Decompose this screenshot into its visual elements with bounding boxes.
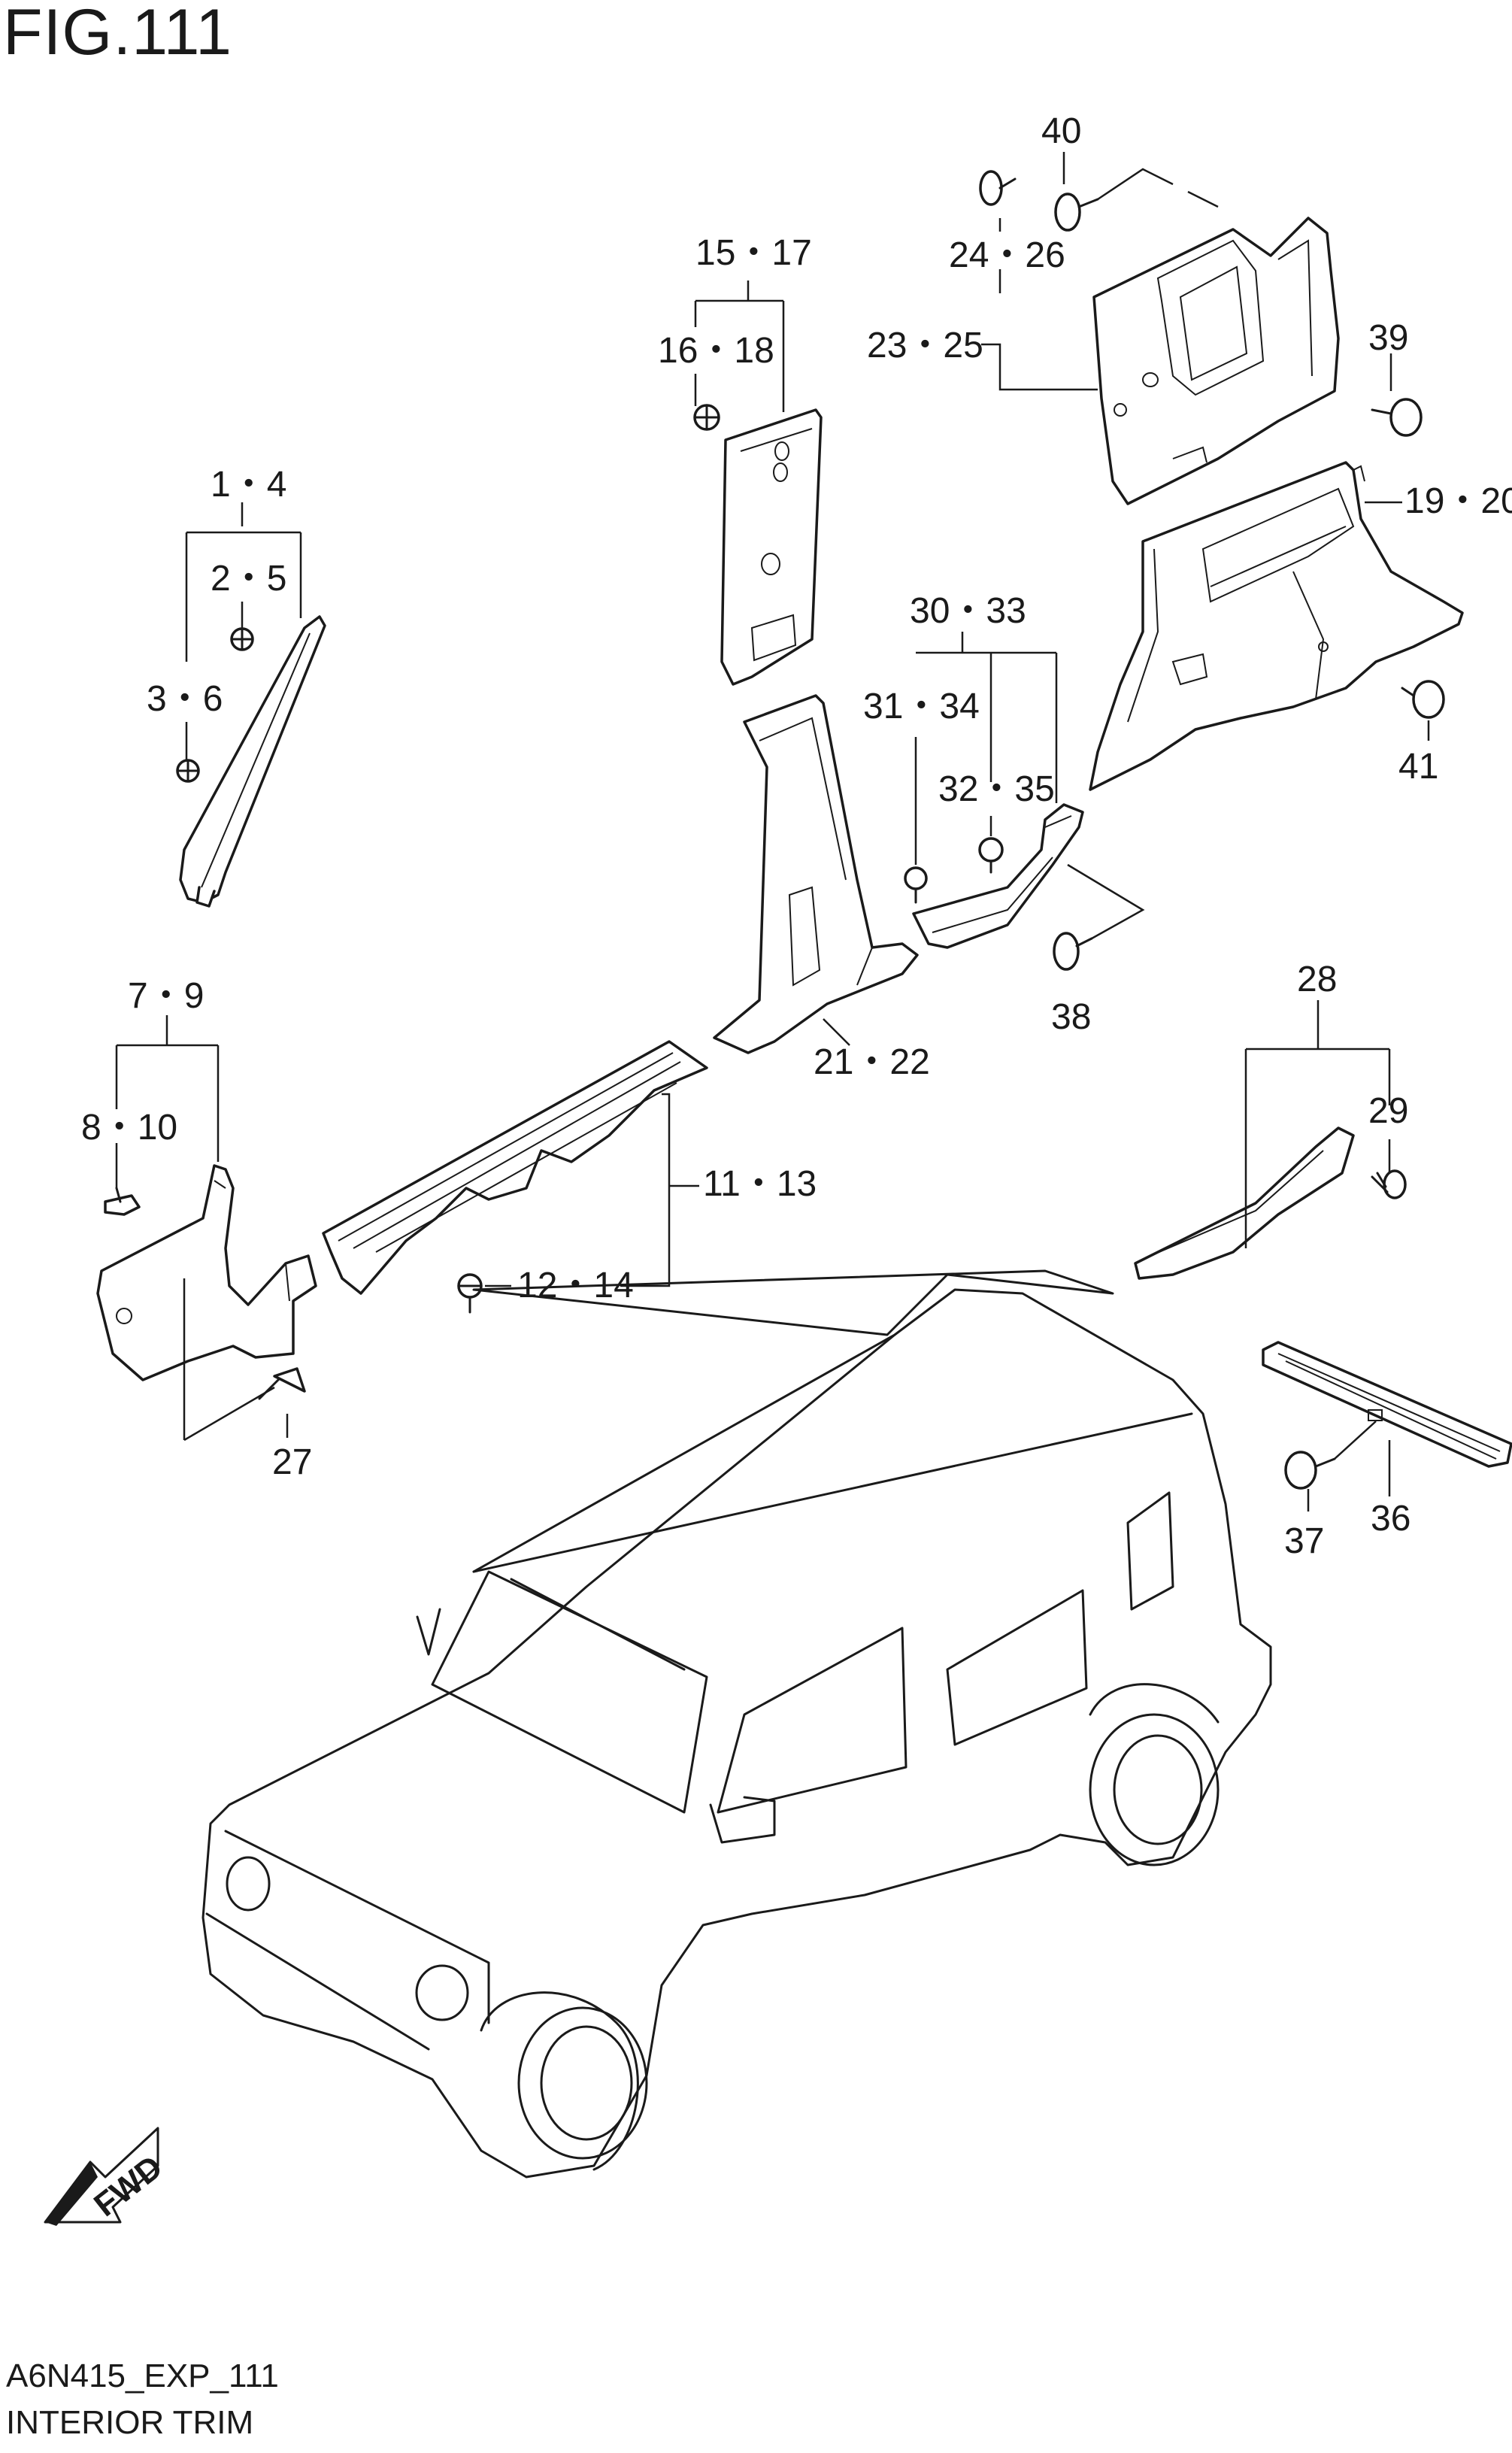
callout-24-26: 24・26 <box>949 235 1065 275</box>
callout-29: 29 <box>1368 1091 1408 1131</box>
fwd-direction-badge: FWD <box>44 2127 169 2226</box>
callout-41: 41 <box>1398 747 1438 787</box>
clip-37 <box>1284 1451 1336 1490</box>
drawing-code: A6N415_EXP_111 <box>6 2357 279 2394</box>
callout-7-9: 7・9 <box>128 976 204 1016</box>
figure-title: FIG.111 <box>3 0 232 68</box>
clip-32-35 <box>978 837 1004 874</box>
callout-2-5: 2・5 <box>211 559 286 599</box>
clip-2-5 <box>230 627 254 651</box>
clip-27 <box>258 1367 306 1400</box>
section-name: INTERIOR TRIM <box>6 2404 254 2441</box>
leader-7-10-27 <box>115 1015 289 1442</box>
a-pillar-trim <box>179 615 326 908</box>
clip-38 <box>1053 932 1093 971</box>
callout-38: 38 <box>1051 997 1091 1037</box>
callout-11-13: 11・13 <box>703 1164 817 1204</box>
leader-15-18 <box>694 280 785 412</box>
assist-grip <box>1134 1126 1355 1280</box>
screw-29 <box>1371 1169 1407 1199</box>
kick-panel-trim <box>96 1164 317 1381</box>
clip-24-26 <box>979 170 1017 206</box>
clip-16-18 <box>693 404 720 431</box>
lower-quarter-trim <box>1089 461 1464 791</box>
callout-8-10: 8・10 <box>81 1108 177 1148</box>
callout-40: 40 <box>1041 111 1081 151</box>
clip-41 <box>1401 680 1445 719</box>
callout-36: 36 <box>1371 1499 1410 1539</box>
callout-32-35: 32・35 <box>938 769 1055 809</box>
callout-37: 37 <box>1284 1521 1324 1561</box>
callout-15-17: 15・17 <box>695 233 812 273</box>
clip-8-10 <box>104 1187 141 1216</box>
lower-b-pillar-trim <box>713 694 919 1054</box>
upper-quarter-trim <box>1092 217 1340 505</box>
clip-3-6 <box>176 759 200 783</box>
callout-23-25: 23・25 <box>867 326 983 365</box>
upper-b-pillar-trim <box>720 408 823 686</box>
callout-1-4: 1・4 <box>211 465 286 505</box>
leader-21-22 <box>823 1018 850 1046</box>
leader-36-37 <box>1307 1421 1391 1512</box>
leader-23-26-40 <box>981 152 1219 391</box>
clip-31-34 <box>904 866 928 904</box>
callout-31-34: 31・34 <box>863 687 980 726</box>
callout-16-18: 16・18 <box>658 331 774 371</box>
leader-28-29 <box>1244 1000 1391 1248</box>
leader-19-20-39-41 <box>1365 353 1430 741</box>
callout-39: 39 <box>1368 318 1408 358</box>
callout-12-14: 12・14 <box>517 1266 634 1305</box>
leader-1-6 <box>185 502 302 760</box>
leader-30-35-38 <box>914 632 1145 940</box>
quarter-step-trim <box>912 803 1084 949</box>
callout-3-6: 3・6 <box>147 679 223 719</box>
clip-12-14 <box>457 1273 483 1314</box>
callout-19-20: 19・20 <box>1404 481 1512 521</box>
clip-39 <box>1371 398 1423 437</box>
vehicle-outline <box>201 1269 1272 2179</box>
callout-30-33: 30・33 <box>910 591 1026 631</box>
sill-scuff-trim <box>322 1040 708 1295</box>
leader-11-14 <box>485 1093 699 1287</box>
clip-40 <box>1054 193 1099 232</box>
rear-sill-plate <box>1262 1341 1512 1468</box>
callout-27: 27 <box>272 1442 312 1482</box>
callout-28: 28 <box>1297 960 1337 999</box>
callout-21-22: 21・22 <box>814 1042 930 1082</box>
